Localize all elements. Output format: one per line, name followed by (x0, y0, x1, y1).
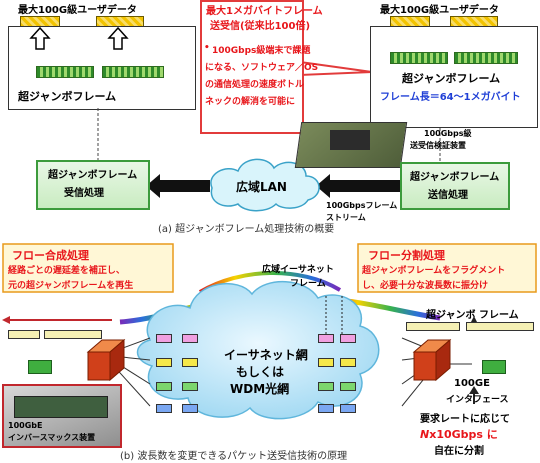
inverse-mux-board (14, 396, 108, 418)
callout-title-2: 送受信(従来比100倍) (210, 21, 311, 32)
split-title: フロー分割処理 (368, 249, 445, 262)
inverse-mux-label-1: 100GbE (8, 421, 43, 430)
packet-row4-b (182, 404, 198, 413)
ge-label-2: インタフェース (446, 395, 509, 405)
left-frame-segment-1 (36, 66, 94, 78)
frame-length-label: フレーム長＝64～1メガバイト (380, 92, 521, 103)
rate-line-1: 要求レートに応じて (420, 414, 510, 425)
send-box-line-2: 送信処理 (428, 190, 468, 201)
ge-interface-icon-left (28, 360, 52, 374)
packet-row3-d (340, 382, 356, 391)
packet-row1-d (340, 334, 356, 343)
caption-a: (a) 超ジャンボフレーム処理技術の概要 (158, 224, 335, 235)
device-chip (330, 130, 370, 150)
jumbo-frame-bar-1 (406, 322, 460, 331)
packet-row1-b (182, 334, 198, 343)
split-body-2: し、必要十分な波長数に振分け (362, 281, 489, 291)
callout-body-4: ネックの解消を可能に (205, 97, 296, 107)
callout-body-2: になる、ソフトウェア／OS (205, 63, 319, 73)
jumbo-frame-bar-2 (466, 322, 534, 331)
packet-row3-a (156, 382, 172, 391)
cloud-label-1: イーサネット網 (224, 348, 308, 362)
packet-row1-a (156, 334, 172, 343)
left-userdata-title: 最大100G級ユーザデータ (18, 5, 137, 16)
packet-row1-c (318, 334, 334, 343)
packet-row4-d (340, 404, 356, 413)
packet-row4-c (318, 404, 334, 413)
inverse-mux-cube-left (86, 338, 126, 382)
callout-title-1: 最大1メガバイトフレーム (206, 6, 323, 17)
callout-box (200, 0, 304, 134)
send-box-line-1: 超ジャンボフレーム (410, 172, 500, 183)
send-process-box (400, 162, 510, 210)
inverse-mux-cube-right (412, 338, 452, 382)
right-userdata-title: 最大100G級ユーザデータ (380, 5, 499, 16)
rate-line-3: 自在に分割 (434, 446, 484, 457)
stream-label-2: ストリーム (326, 213, 366, 222)
left-frame-label: 超ジャンボフレーム (18, 90, 117, 103)
packet-row4-a (156, 404, 172, 413)
split-body-1: 超ジャンボフレームをフラグメント (362, 266, 506, 276)
packet-row2-b (182, 358, 198, 367)
left-frame-bar-2 (44, 330, 102, 339)
ge-label-1: 100GE (454, 378, 490, 389)
merge-body-2: 元の超ジャンボフレームを再生 (8, 281, 134, 291)
wan-cloud (210, 158, 320, 212)
device-label-1: 100Gbps級 (424, 129, 472, 138)
split-callout (357, 243, 537, 293)
callout-body-1: 100Gbps級端末で課題 (212, 46, 311, 56)
jumbo-frame-label: 超ジャンボ フレーム (426, 310, 519, 321)
callout-bullet: • (204, 43, 210, 53)
merge-callout (2, 243, 174, 293)
merge-body-1: 経路ごとの遅延差を補正し、 (8, 266, 125, 276)
packet-row3-b (182, 382, 198, 391)
packet-row3-c (318, 382, 334, 391)
right-frame-segment-2 (454, 52, 518, 64)
receive-process-box (36, 160, 150, 210)
stream-label-1: 100Gbpsフレーム (326, 201, 398, 210)
ethernet-frame-label-1: 広域イーサネット (262, 265, 334, 275)
left-frame-segment-2 (102, 66, 164, 78)
callout-body-3: の通信処理の速度ボトル (205, 80, 305, 90)
receive-box-line-1: 超ジャンボフレーム (48, 170, 138, 181)
merge-title: フロー合成処理 (12, 249, 89, 262)
ge-interface-icon-right (482, 360, 506, 374)
inverse-mux-label-2: インバースマックス装置 (8, 433, 96, 442)
up-arrow-icon (29, 26, 129, 50)
receive-box-line-2: 受信処理 (64, 188, 104, 199)
rate-line-2: Nx10Gbps に (420, 426, 498, 442)
packet-row2-d (340, 358, 356, 367)
packet-row2-c (318, 358, 334, 367)
packet-row2-a (156, 358, 172, 367)
ethernet-frame-label-2: フレーム (290, 279, 326, 289)
right-jumbo-frame-box (370, 26, 538, 128)
right-frame-label: 超ジャンボフレーム (402, 72, 501, 85)
cloud-label-3: WDM光網 (230, 382, 290, 396)
device-label-2: 送受信検証装置 (410, 141, 466, 150)
rate-n: N (420, 428, 430, 441)
rate-suffix: x10Gbps に (429, 428, 498, 441)
right-frame-segment-1 (390, 52, 448, 64)
wan-label: 広域LAN (236, 180, 287, 194)
cloud-label-2: もしくは (236, 365, 285, 379)
caption-b: (b) 波長数を変更できるパケット送受信技術の原理 (120, 451, 348, 462)
left-frame-bar-1 (8, 330, 40, 339)
